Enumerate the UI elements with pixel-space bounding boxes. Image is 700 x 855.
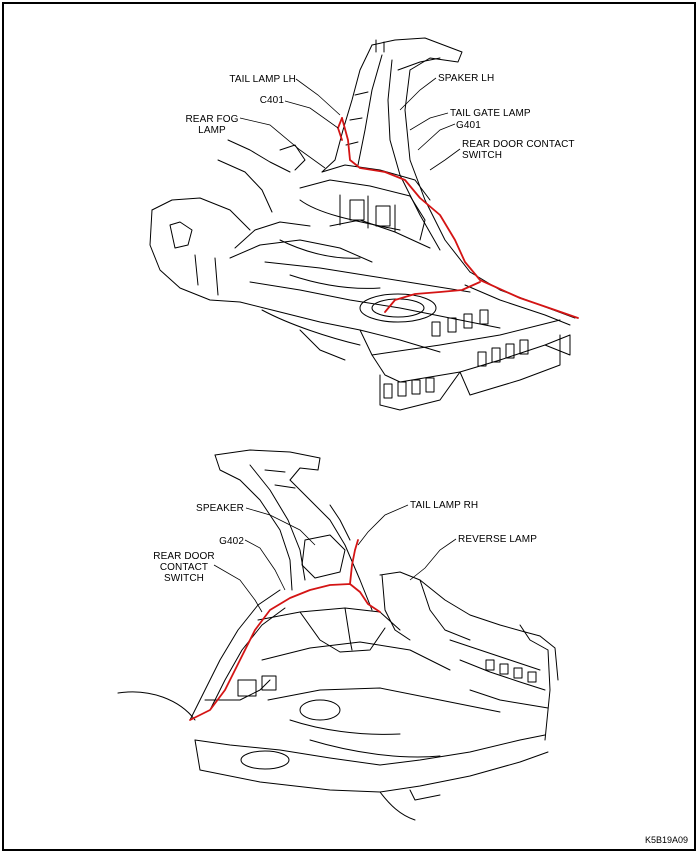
label-c401: C401: [259, 95, 284, 106]
leader-tail-lamp-lh: [295, 78, 341, 116]
leader-reverse-lamp: [409, 538, 457, 581]
leader-rear-fog-lamp: [239, 117, 326, 169]
label-rear-door-contact-switch-bottom-line1: REAR DOOR: [153, 551, 215, 562]
label-rear-door-contact-switch-top: REAR DOOR CONTACT SWITCH: [462, 139, 575, 161]
leader-c401: [284, 100, 339, 129]
label-rear-door-contact-switch-bottom-line2: CONTACT: [159, 562, 209, 573]
label-rear-door-contact-switch-bottom-line3: SWITCH: [163, 573, 205, 584]
leader-speaker-lh: [399, 77, 437, 111]
label-tail-lamp-lh: TAIL LAMP LH: [229, 74, 296, 85]
label-speaker-lh: SPAKER LH: [438, 73, 495, 84]
label-rear-door-contact-switch-bottom: REAR DOOR CONTACT SWITCH: [146, 551, 222, 584]
bottom-harness-main: [189, 583, 381, 721]
top-harness-c401-branch: [337, 117, 343, 141]
top-harness-floor-branch: [384, 281, 481, 313]
top-body-outline: [149, 37, 576, 411]
figure-reference-code: K5B19A09: [644, 835, 688, 845]
leader-rear-door-switch-top: [429, 148, 461, 171]
label-speaker: SPEAKER: [196, 503, 244, 514]
label-g402: G402: [219, 536, 244, 547]
label-rear-fog-lamp: REAR FOG LAMP: [182, 114, 242, 136]
label-g401: G401: [456, 120, 481, 131]
label-tail-gate-lamp: TAIL GATE LAMP: [450, 108, 531, 119]
leader-speaker: [245, 507, 316, 546]
leader-tail-lamp-rh: [357, 504, 409, 546]
bottom-harness-lamp-branch: [349, 539, 359, 585]
label-tail-lamp-rh: TAIL LAMP RH: [410, 500, 479, 511]
label-reverse-lamp: REVERSE LAMP: [458, 534, 538, 545]
label-rear-door-contact-switch-top-line2: SWITCH: [462, 150, 503, 161]
label-rear-fog-lamp-line1: REAR FOG: [185, 114, 239, 125]
bottom-body-outline: [117, 449, 559, 821]
label-rear-fog-lamp-line2: LAMP: [198, 125, 226, 136]
leader-rear-door-switch-bottom: [213, 564, 263, 613]
leader-tail-gate-lamp: [409, 112, 449, 131]
top-harness-main: [341, 117, 579, 319]
leader-g401: [417, 123, 456, 151]
leader-g402: [244, 539, 286, 591]
label-rear-door-contact-switch-top-line1: REAR DOOR CONTACT: [462, 139, 575, 150]
